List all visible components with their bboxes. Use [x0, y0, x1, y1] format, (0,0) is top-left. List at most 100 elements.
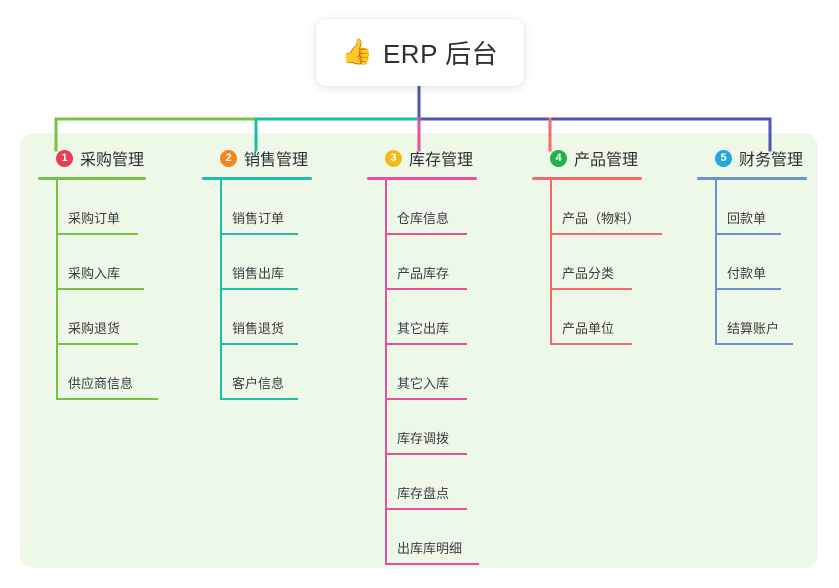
- item-label: 库存盘点: [397, 486, 450, 501]
- item-label: 付款单: [727, 266, 767, 281]
- branch-header-1[interactable]: 1 采购管理: [38, 146, 146, 170]
- branch-item[interactable]: 采购退货: [38, 290, 146, 345]
- branch-underline: [367, 177, 477, 180]
- item-underline: [550, 233, 662, 235]
- item-stem: [220, 345, 222, 400]
- item-stem: [56, 290, 58, 345]
- item-label: 采购入库: [68, 266, 121, 281]
- item-underline: [56, 288, 144, 290]
- item-stem: [220, 180, 222, 235]
- item-underline: [56, 343, 138, 345]
- branch-item[interactable]: 销售订单: [202, 180, 312, 235]
- branch-item[interactable]: 采购入库: [38, 235, 146, 290]
- branch-item[interactable]: 采购订单: [38, 180, 146, 235]
- branch-item[interactable]: 仓库信息: [367, 180, 477, 235]
- item-stem: [715, 180, 717, 235]
- branch-item-list: 产品（物料） 产品分类产品单位: [532, 180, 662, 345]
- item-underline: [550, 343, 632, 345]
- item-label: 仓库信息: [397, 211, 450, 226]
- item-label: 采购退货: [68, 321, 121, 336]
- item-stem: [550, 180, 552, 235]
- branch-item[interactable]: 其它出库: [367, 290, 477, 345]
- item-stem: [385, 290, 387, 345]
- branch-item[interactable]: 回款单: [697, 180, 807, 235]
- root-title: ERP 后台: [382, 39, 499, 69]
- root-node[interactable]: 👍 ERP 后台: [316, 19, 524, 86]
- branch-item[interactable]: 库存调拨: [367, 400, 477, 455]
- branch-item[interactable]: 产品单位: [532, 290, 642, 345]
- branch-item[interactable]: 供应商信息: [38, 345, 158, 400]
- item-label: 供应商信息: [68, 376, 134, 391]
- item-label: 产品分类: [562, 266, 615, 281]
- item-underline: [56, 398, 158, 400]
- item-stem: [715, 235, 717, 290]
- diagram-panel: [20, 133, 818, 568]
- branch-item[interactable]: 结算账户: [697, 290, 807, 345]
- item-underline: [220, 233, 298, 235]
- branch-item[interactable]: 付款单: [697, 235, 807, 290]
- item-stem: [715, 290, 717, 345]
- item-underline: [715, 288, 781, 290]
- branch-item[interactable]: 客户信息: [202, 345, 312, 400]
- item-stem: [385, 400, 387, 455]
- branch-title: 产品管理: [574, 152, 639, 169]
- item-label: 产品单位: [562, 321, 615, 336]
- branch-column-1: 1 采购管理采购订单采购入库采购退货供应商信息: [38, 146, 158, 400]
- branch-item[interactable]: 销售出库: [202, 235, 312, 290]
- item-stem: [56, 235, 58, 290]
- item-label: 库存调拨: [397, 431, 450, 446]
- item-underline: [220, 398, 298, 400]
- item-label: 销售退货: [232, 321, 285, 336]
- branch-item-list: 采购订单采购入库采购退货供应商信息: [38, 180, 158, 400]
- item-label: 出库库明细: [397, 541, 463, 556]
- branch-number-badge: 1: [56, 149, 73, 167]
- item-stem: [385, 455, 387, 510]
- item-stem: [220, 290, 222, 345]
- branch-item-list: 销售订单销售出库销售退货客户信息: [202, 180, 312, 400]
- item-label: 产品（物料）: [562, 211, 641, 226]
- item-underline: [715, 343, 793, 345]
- branch-underline: [202, 177, 312, 180]
- branch-underline: [532, 177, 642, 180]
- branch-title: 采购管理: [80, 152, 145, 169]
- item-underline: [385, 398, 467, 400]
- item-stem: [550, 290, 552, 345]
- item-label: 结算账户: [727, 321, 780, 336]
- branch-item[interactable]: 产品分类: [532, 235, 642, 290]
- item-underline: [385, 508, 467, 510]
- item-underline: [385, 288, 467, 290]
- branch-item[interactable]: 产品（物料）: [532, 180, 662, 235]
- branch-item[interactable]: 库存盘点: [367, 455, 477, 510]
- branch-number-badge: 3: [385, 149, 402, 167]
- item-underline: [385, 563, 479, 565]
- item-underline: [56, 233, 138, 235]
- branch-item[interactable]: 产品库存: [367, 235, 477, 290]
- item-stem: [385, 510, 387, 565]
- branch-item[interactable]: 销售退货: [202, 290, 312, 345]
- branch-item[interactable]: 出库库明细: [367, 510, 479, 565]
- branch-title: 库存管理: [409, 152, 474, 169]
- item-underline: [550, 288, 632, 290]
- branch-header-3[interactable]: 3 库存管理: [367, 146, 477, 170]
- thumbs-up-icon: 👍: [341, 38, 373, 66]
- item-label: 其它出库: [397, 321, 450, 336]
- branch-item[interactable]: 其它入库: [367, 345, 477, 400]
- item-stem: [220, 235, 222, 290]
- item-underline: [220, 343, 298, 345]
- item-label: 产品库存: [397, 266, 450, 281]
- branch-underline: [697, 177, 807, 180]
- item-underline: [385, 343, 467, 345]
- item-underline: [385, 233, 467, 235]
- item-label: 采购订单: [68, 211, 121, 226]
- item-stem: [550, 235, 552, 290]
- item-label: 销售订单: [232, 211, 285, 226]
- item-underline: [715, 233, 781, 235]
- item-label: 回款单: [727, 211, 767, 226]
- item-label: 销售出库: [232, 266, 285, 281]
- branch-item-list: 回款单付款单结算账户: [697, 180, 807, 345]
